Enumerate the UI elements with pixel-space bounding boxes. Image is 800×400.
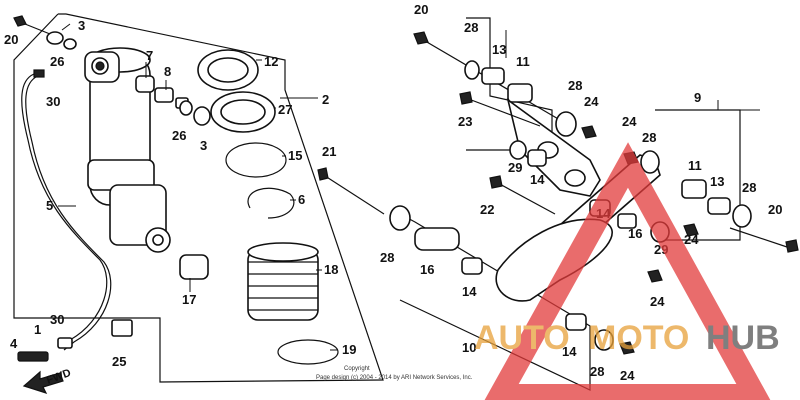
part-label: 22	[480, 202, 494, 217]
washers-26-3-mid	[179, 100, 211, 126]
part-label: 1	[34, 322, 41, 337]
bolt-22	[489, 175, 556, 215]
part-label: 24	[622, 114, 637, 129]
watermark-auto: AUTO	[474, 319, 570, 357]
part-label: 26	[50, 54, 64, 69]
bolt-21	[317, 167, 385, 215]
part-labels: 20 3 26 30 7 8 12 2 27 26 3 15 5 21 6 18…	[4, 2, 782, 383]
seal-29-left	[509, 140, 527, 160]
part-label: 2	[322, 92, 329, 107]
collar-14-bottom	[461, 257, 587, 331]
part-label: 24	[684, 232, 699, 247]
washers-3-26-top	[46, 31, 77, 50]
part-label: 28	[590, 364, 604, 379]
part-label: 28	[568, 78, 582, 93]
bearing-11-top	[507, 83, 533, 103]
spring-seat-12	[197, 49, 259, 91]
reservoir-hose	[21, 69, 112, 351]
collar-13-top	[481, 67, 505, 85]
bolt-23	[459, 91, 541, 127]
ring-15	[225, 142, 287, 178]
part-label: 16	[420, 262, 434, 277]
part-label: 12	[264, 54, 278, 69]
part-label: 30	[50, 312, 64, 327]
copyright-line-2: Page design (c) 2004 - 2014 by ARI Netwo…	[316, 375, 473, 381]
hose-end-fittings	[17, 337, 73, 362]
part-label: 9	[694, 90, 701, 105]
part-label: 21	[322, 144, 336, 159]
part-label: 20	[4, 32, 18, 47]
part-label: 10	[462, 340, 476, 355]
part-label: 24	[584, 94, 599, 109]
part-label: 30	[46, 94, 60, 109]
part-label: 3	[78, 18, 85, 33]
watermark-triangle-icon	[484, 142, 771, 400]
collar-13-right	[707, 197, 731, 215]
nut-24-bottom	[619, 269, 663, 355]
part-label: 17	[182, 292, 196, 307]
fwd-label: FWD	[45, 367, 73, 387]
part-label: 20	[414, 2, 428, 17]
part-label: 28	[642, 130, 656, 145]
copyright-notice: Copyright Page design (c) 2004 - 2014 by…	[316, 366, 473, 381]
part-label: 24	[650, 294, 665, 309]
part-label: 14	[562, 344, 577, 359]
bushing-16-lower	[414, 227, 460, 251]
forward-arrow-icon: FWD	[22, 367, 73, 395]
seal-28-top	[464, 60, 480, 80]
part-label: 7	[146, 48, 153, 63]
part-label: 23	[458, 114, 472, 129]
part-label: 25	[112, 354, 126, 369]
band-19	[277, 339, 339, 365]
part-label: 5	[46, 198, 53, 213]
shock-absorber	[84, 47, 171, 253]
seal-28-bottom	[594, 329, 614, 351]
part-label: 18	[324, 262, 338, 277]
watermark: AUTO MOTO HUB	[474, 142, 780, 400]
copyright-line-1: Copyright	[344, 366, 370, 372]
bushing-17	[179, 254, 209, 280]
bracket-25	[111, 319, 133, 337]
part-label: 8	[164, 64, 171, 79]
part-label: 14	[462, 284, 477, 299]
part-label: 13	[710, 174, 724, 189]
part-label: 16	[628, 226, 642, 241]
seal-28-lower-left	[389, 205, 411, 231]
part-label: 19	[342, 342, 356, 357]
boot-18	[247, 242, 319, 321]
spring-seat-27	[210, 91, 276, 133]
seal-28-top-right	[555, 111, 577, 137]
part-label: 24	[620, 368, 635, 383]
part-label: 27	[278, 102, 292, 117]
part-label: 13	[492, 42, 506, 57]
watermark-moto: MOTO	[588, 319, 689, 357]
watermark-hub: HUB	[706, 319, 780, 357]
bolt-20-right	[729, 227, 799, 253]
bushing-7	[135, 75, 155, 93]
bearing-11-right	[681, 179, 707, 199]
shock-group-outline	[13, 13, 384, 383]
part-label: 11	[516, 54, 530, 69]
part-label: 3	[200, 138, 207, 153]
part-label: 28	[380, 250, 394, 265]
seal-28-far-right	[732, 204, 752, 228]
bolt-20-left	[13, 15, 51, 35]
part-label: 15	[288, 148, 302, 163]
part-label: 4	[10, 336, 18, 351]
nut-24-top	[581, 125, 597, 139]
part-label: 20	[768, 202, 782, 217]
seal-28-right	[640, 150, 660, 174]
leader-lines	[58, 23, 760, 351]
nut-24-mid	[683, 223, 699, 237]
part-label: 6	[298, 192, 305, 207]
part-label: 14	[530, 172, 545, 187]
part-label: 28	[742, 180, 756, 195]
part-label: 29	[508, 160, 522, 175]
collar-14-mid	[527, 149, 547, 167]
circlip-6	[247, 187, 295, 219]
part-label: 26	[172, 128, 186, 143]
part-label: 28	[464, 20, 478, 35]
part-label: 11	[688, 158, 702, 173]
